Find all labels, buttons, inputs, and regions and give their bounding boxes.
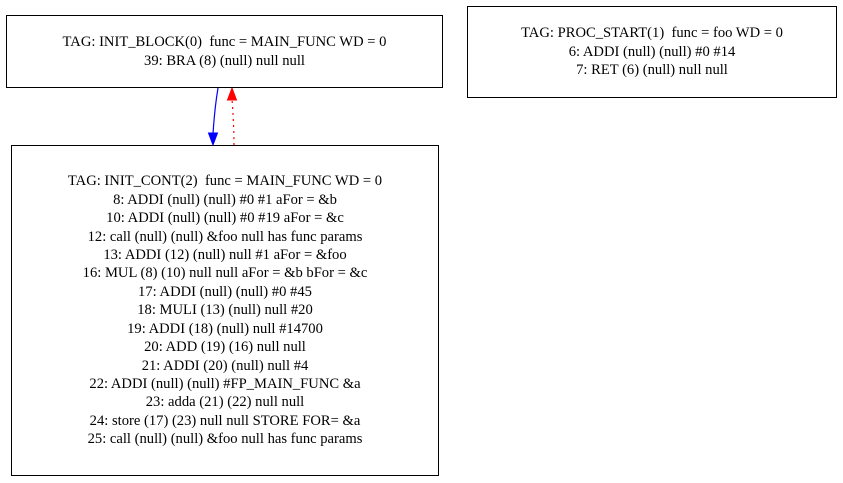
node-line: TAG: INIT_CONT(2) func = MAIN_FUNC WD = … <box>67 173 383 190</box>
edge-init-cont-to-init-block-arrowhead <box>226 86 238 101</box>
node-line: 10: ADDI (null) (null) #0 #19 aFor = &c <box>106 210 344 227</box>
node-line: 22: ADDI (null) (null) #FP_MAIN_FUNC &a <box>89 375 361 392</box>
node-line: 18: MULI (13) (null) null #20 <box>137 302 313 319</box>
node-line: 25: call (null) (null) &foo null has fun… <box>87 431 363 448</box>
node-line: 8: ADDI (null) (null) #0 #1 aFor = &b <box>113 191 337 208</box>
node-init-cont: TAG: INIT_CONT(2) func = MAIN_FUNC WD = … <box>11 145 439 476</box>
node-line: 39: BRA (8) (null) null null <box>144 52 305 69</box>
node-line: 24: store (17) (23) null null STORE FOR=… <box>89 412 361 429</box>
node-line: 7: RET (6) (null) null null <box>576 62 728 79</box>
node-line: 21: ADDI (20) (null) null #4 <box>141 357 309 374</box>
node-line: 12: call (null) (null) &foo null has fun… <box>87 228 363 245</box>
node-line: 20: ADD (19) (16) null null <box>144 339 306 356</box>
node-line: 16: MUL (8) (10) null null aFor = &b bFo… <box>82 265 368 282</box>
node-line: TAG: INIT_BLOCK(0) func = MAIN_FUNC WD =… <box>62 34 387 51</box>
node-line: 17: ADDI (null) (null) #0 #45 <box>138 283 312 300</box>
node-line: 6: ADDI (null) (null) #0 #14 <box>568 43 736 60</box>
edge-init-block-to-init-cont <box>212 87 219 135</box>
edge-init-cont-to-init-block <box>231 98 235 146</box>
node-proc-start: TAG: PROC_START(1) func = foo WD = 0 6: … <box>467 6 837 98</box>
node-line: TAG: PROC_START(1) func = foo WD = 0 <box>521 25 783 42</box>
edge-init-block-to-init-cont-arrowhead <box>207 132 219 147</box>
node-line: 13: ADDI (12) (null) null #1 aFor = &foo <box>103 247 347 264</box>
node-init-block: TAG: INIT_BLOCK(0) func = MAIN_FUNC WD =… <box>6 15 443 88</box>
node-line: 19: ADDI (18) (null) null #14700 <box>127 320 323 337</box>
node-line: 23: adda (21) (22) null null <box>145 394 305 411</box>
